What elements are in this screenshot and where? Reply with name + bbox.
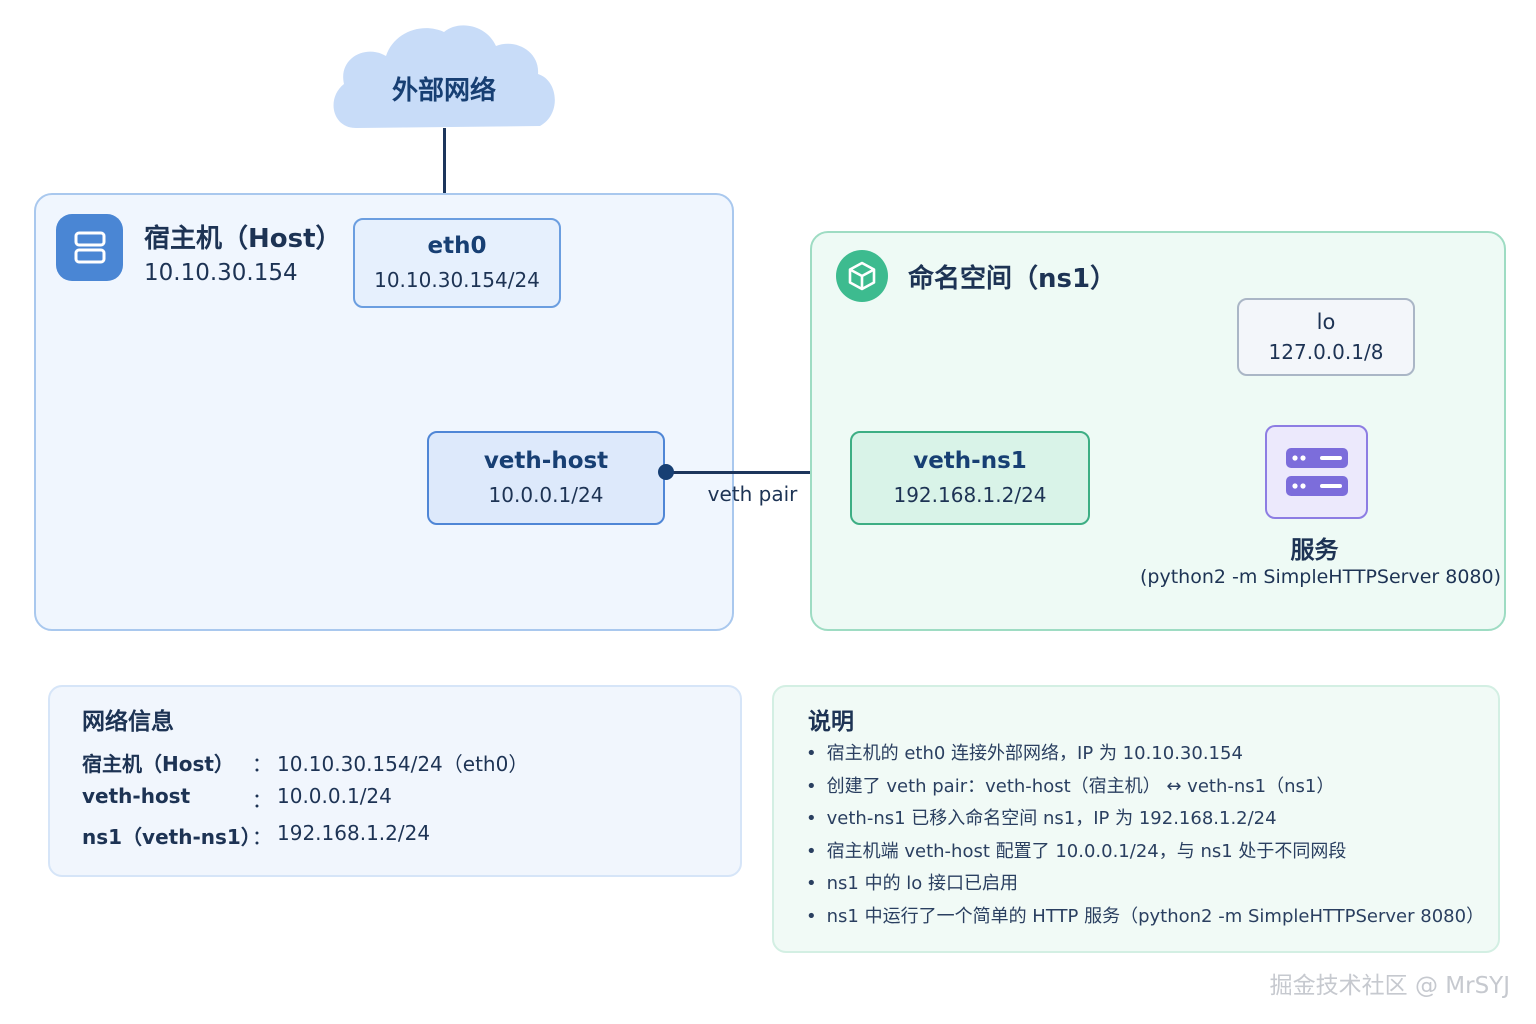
note-item: 宿主机的 eth0 连接外部网络，IP 为 10.10.30.154 xyxy=(806,738,1484,771)
veth-pair-line xyxy=(665,471,849,474)
note-item: 创建了 veth pair：veth-host（宿主机） ↔ veth-ns1（… xyxy=(806,771,1484,804)
service-title: 服务 xyxy=(1290,536,1339,564)
network-info-separator: ： xyxy=(252,825,272,849)
veth-pair-endpoint-host xyxy=(658,464,674,480)
cloud-label: 外部网络 xyxy=(391,76,496,106)
server-rack-icon[interactable] xyxy=(1265,425,1368,519)
veth-host-interface[interactable]: veth-host 10.0.0.1/24 xyxy=(427,431,665,525)
notes-title: 说明 xyxy=(808,709,854,735)
network-info-row: 宿主机（Host） ： 10.10.30.154/24（eth0） xyxy=(82,748,528,777)
note-item: ns1 中的 lo 接口已启用 xyxy=(806,868,1484,901)
network-info-key: ns1（veth-ns1） xyxy=(82,825,261,849)
veth-ns1-address: 192.168.1.2/24 xyxy=(893,483,1047,507)
notes-list: 宿主机的 eth0 连接外部网络，IP 为 10.10.30.154 创建了 v… xyxy=(806,738,1484,933)
veth-ns1-interface[interactable]: veth-ns1 192.168.1.2/24 xyxy=(850,431,1090,525)
network-info-row: veth-host ： 10.0.0.1/24 xyxy=(82,784,392,813)
eth0-name: eth0 xyxy=(427,233,487,259)
lo-interface[interactable]: lo 127.0.0.1/8 xyxy=(1237,298,1415,376)
network-info-row: ns1（veth-ns1） ： 192.168.1.2/24 xyxy=(82,821,430,850)
veth-ns1-name: veth-ns1 xyxy=(913,448,1027,474)
service-command: (python2 -m SimpleHTTPServer 8080) xyxy=(1140,566,1502,588)
eth0-interface[interactable]: eth0 10.10.30.154/24 xyxy=(353,218,561,308)
network-info-title: 网络信息 xyxy=(82,709,174,735)
network-info-separator: ： xyxy=(252,752,272,776)
host-title: 宿主机（Host） xyxy=(144,224,342,254)
watermark: 掘金技术社区 @ MrSYJ xyxy=(1269,973,1510,999)
uplink-line xyxy=(443,128,446,220)
host-ip: 10.10.30.154 xyxy=(144,260,298,286)
note-item: ns1 中运行了一个简单的 HTTP 服务（python2 -m SimpleH… xyxy=(806,901,1484,934)
network-info-separator: ： xyxy=(252,788,272,812)
network-info-key: 宿主机（Host） xyxy=(82,752,234,776)
network-info-key: veth-host xyxy=(82,784,191,808)
note-item: 宿主机端 veth-host 配置了 10.0.0.1/24，与 ns1 处于不… xyxy=(806,836,1484,869)
network-info-value: 10.0.0.1/24 xyxy=(277,784,392,808)
eth0-address: 10.10.30.154/24 xyxy=(374,268,540,292)
veth-host-name: veth-host xyxy=(483,448,609,474)
lo-name: lo xyxy=(1316,310,1336,334)
network-info-value: 10.10.30.154/24（eth0） xyxy=(277,752,529,776)
network-info-value: 192.168.1.2/24 xyxy=(277,821,431,845)
veth-pair-label: veth pair xyxy=(707,482,798,506)
veth-host-address: 10.0.0.1/24 xyxy=(488,483,604,507)
network-info-panel xyxy=(48,685,742,877)
server-icon xyxy=(56,214,123,281)
cloud-icon xyxy=(333,25,555,128)
cube-icon xyxy=(836,250,888,302)
lo-address: 127.0.0.1/8 xyxy=(1268,340,1384,364)
namespace-title: 命名空间（ns1） xyxy=(908,264,1117,294)
note-item: veth-ns1 已移入命名空间 ns1，IP 为 192.168.1.2/24 xyxy=(806,803,1484,836)
